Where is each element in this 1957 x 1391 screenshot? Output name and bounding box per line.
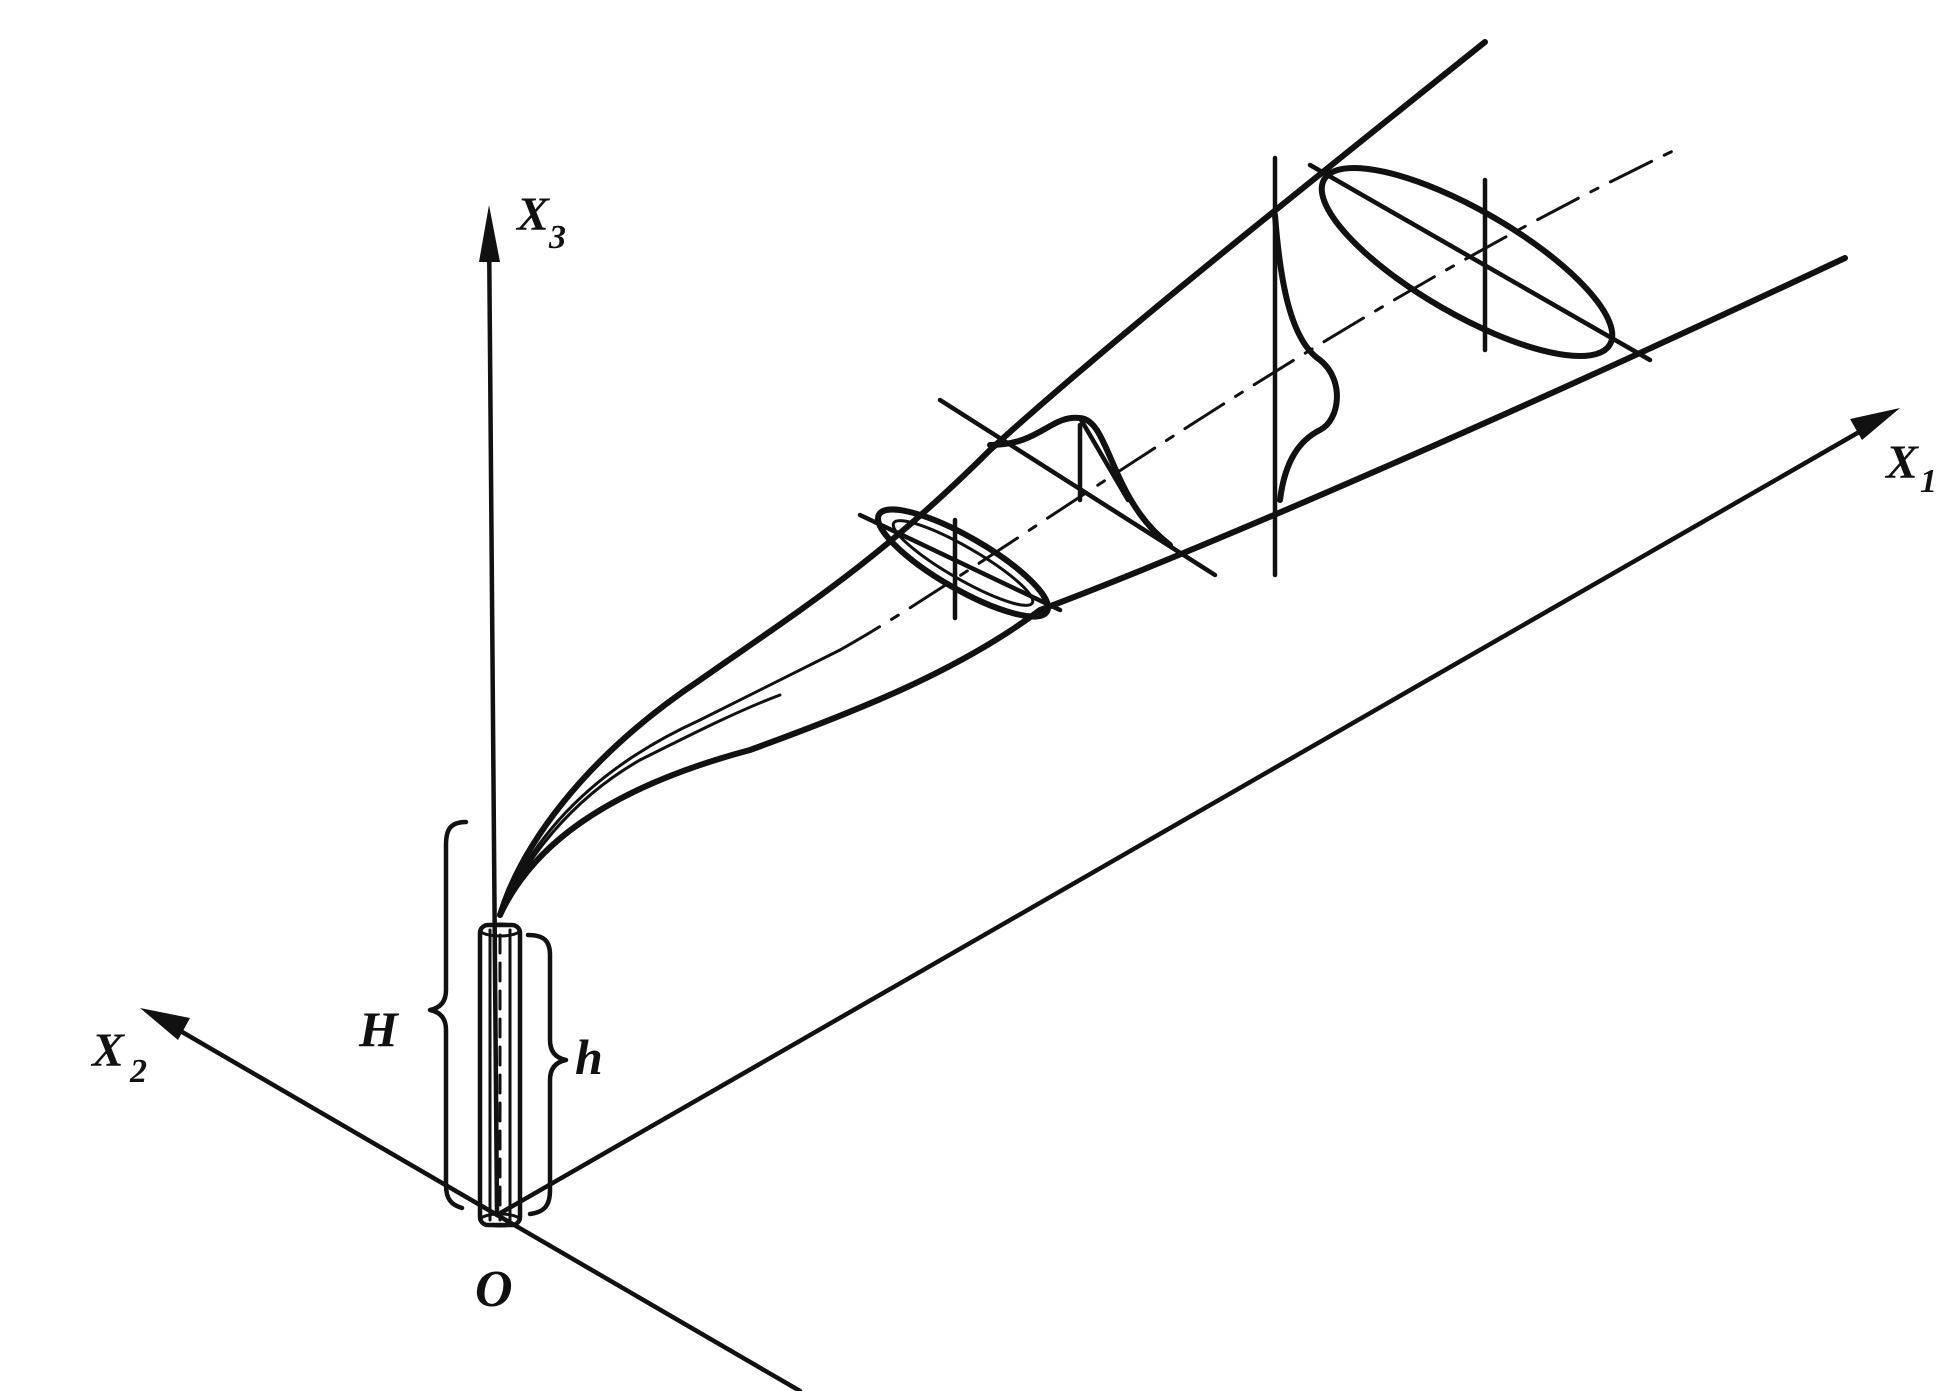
plume-inner-curve-1	[498, 648, 842, 917]
profile-1-baseline	[937, 397, 1218, 578]
x2-axis-subscript: 2	[129, 1053, 147, 1090]
profile-1-stem-line	[1077, 415, 1131, 503]
coordinate-axes	[140, 205, 1900, 1391]
plume-centerline	[838, 148, 1677, 652]
stack-height-bracket	[427, 819, 469, 1211]
x3-axis-subscript: 3	[548, 219, 566, 256]
x2-axis-arrowhead	[140, 1008, 190, 1040]
cross-section-ellipse-far	[1318, 165, 1616, 359]
x1-axis-arrowhead	[1850, 408, 1900, 440]
x2-axis-line	[162, 1019, 803, 1391]
chimney-height-label: h	[575, 1029, 603, 1085]
origin-label: O	[475, 1261, 513, 1318]
plume-cross-sections	[857, 162, 1653, 621]
far-horizontal-tick	[1307, 162, 1653, 363]
chimney-bottom	[478, 1212, 522, 1228]
plume-lower-boundary	[497, 255, 1848, 918]
x1-axis-subscript: 1	[1920, 463, 1937, 500]
x3-axis-label: X	[515, 188, 550, 241]
x1-axis-line	[494, 417, 1883, 1218]
chimney-height-bracket	[525, 932, 569, 1217]
stack-height-label: H	[358, 1001, 400, 1057]
near-horizontal-tick	[857, 512, 1063, 613]
x2-axis-label: X	[90, 1024, 125, 1077]
x3-axis-line	[486, 222, 500, 1218]
chimney	[477, 922, 523, 1228]
profile-2-curve	[1272, 212, 1340, 503]
cross-section-ellipse-near	[874, 506, 1052, 620]
x3-axis-arrowhead	[479, 205, 500, 262]
plume-inner-curve-2	[498, 693, 782, 917]
x1-axis-label: X	[1884, 436, 1919, 489]
chimney-top	[478, 922, 522, 938]
plume	[497, 39, 1848, 918]
concentration-profiles	[937, 155, 1340, 578]
